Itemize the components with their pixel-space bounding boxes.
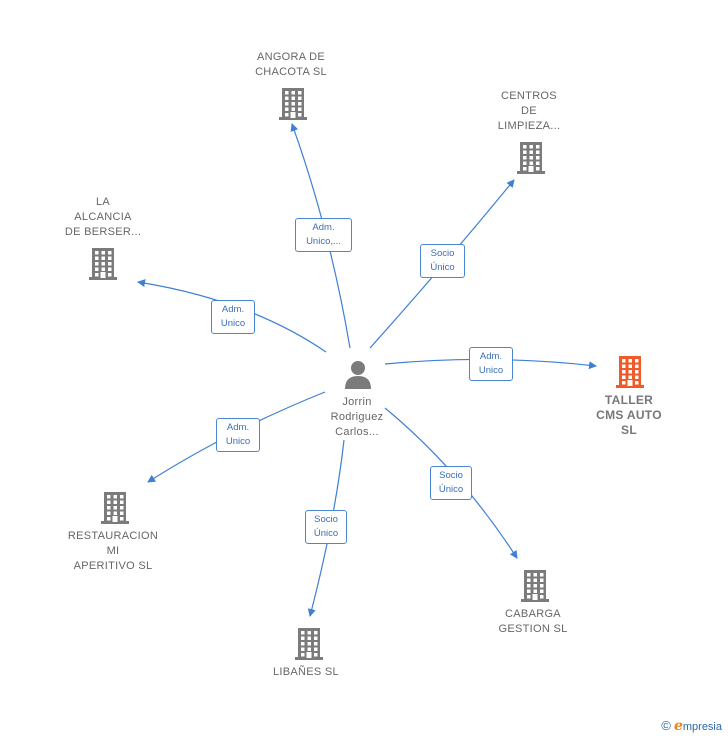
edge-label-centros: Socio Único xyxy=(420,244,465,278)
building-icon[interactable] xyxy=(100,490,130,524)
building-icon-active[interactable] xyxy=(615,354,645,388)
company-label-alcancia[interactable]: LA ALCANCIA DE BERSER... xyxy=(64,196,142,238)
edge-label-restauracion: Adm. Unico xyxy=(216,418,260,452)
building-icon[interactable] xyxy=(88,246,118,280)
building-icon[interactable] xyxy=(294,626,324,660)
building-icon[interactable] xyxy=(278,86,308,120)
edge-label-alcancia: Adm. Unico xyxy=(211,300,255,334)
person-icon[interactable] xyxy=(343,359,373,389)
brand-logo: © empresia xyxy=(661,718,722,734)
brand-name: mpresia xyxy=(682,721,722,733)
copyright-symbol: © xyxy=(661,718,671,733)
building-icon[interactable] xyxy=(520,568,550,602)
edge-label-libanes: Socio Único xyxy=(305,510,347,544)
center-person-label[interactable]: Jorrin Rodriguez Carlos... xyxy=(330,396,384,438)
edge-label-angora: Adm. Unico,... xyxy=(295,218,352,252)
company-label-taller[interactable]: TALLER CMS AUTO SL xyxy=(596,393,662,437)
company-label-restauracion[interactable]: RESTAURACION MI APERITIVO SL xyxy=(67,530,159,572)
building-icon[interactable] xyxy=(516,140,546,174)
company-label-centros[interactable]: CENTROS DE LIMPIEZA... xyxy=(497,90,561,132)
edge-label-cabarga: Socio Único xyxy=(430,466,472,500)
brand-initial: e xyxy=(673,718,683,734)
edge-label-taller: Adm. Unico xyxy=(469,347,513,381)
company-label-angora[interactable]: ANGORA DE CHACOTA SL xyxy=(255,51,327,78)
company-label-libanes[interactable]: LIBAÑES SL xyxy=(273,666,339,678)
company-label-cabarga[interactable]: CABARGA GESTION SL xyxy=(498,608,568,635)
